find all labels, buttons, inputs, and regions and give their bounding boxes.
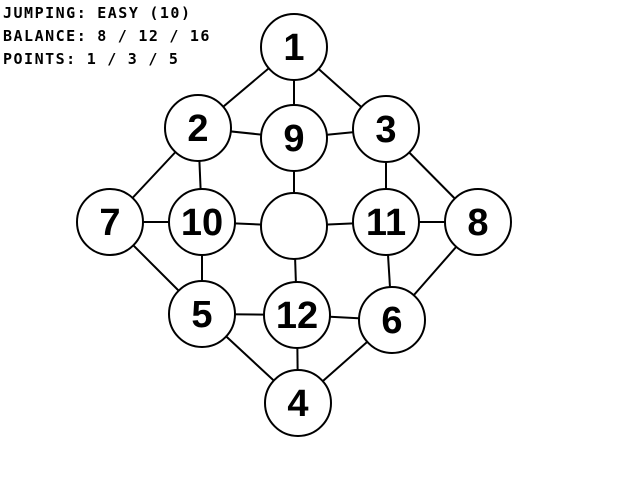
node-circle[interactable] — [352, 95, 420, 163]
jumping-level: EASY — [97, 4, 140, 22]
board-node-n5[interactable]: 5 — [168, 280, 236, 348]
node-label: 4 — [287, 383, 308, 425]
board-node-n12[interactable]: 12 — [263, 281, 331, 349]
board-node-n1[interactable]: 1 — [260, 13, 328, 81]
node-label: 5 — [191, 294, 212, 336]
node-label: 7 — [99, 202, 120, 244]
points-value-1: 1 — [86, 50, 98, 68]
node-circle[interactable] — [263, 281, 331, 349]
node-label: 12 — [276, 295, 318, 337]
board-node-n2[interactable]: 2 — [164, 94, 232, 162]
balance-value-2: 12 — [138, 27, 160, 45]
board-node-n10[interactable]: 10 — [168, 188, 236, 256]
node-label: 3 — [375, 109, 396, 151]
balance-separator: / — [117, 27, 129, 45]
node-circle[interactable] — [260, 104, 328, 172]
board-node-n3[interactable]: 3 — [352, 95, 420, 163]
node-circle[interactable] — [76, 188, 144, 256]
jumping-value: (10) — [149, 4, 192, 22]
node-label: 2 — [187, 108, 208, 150]
balance-value-1: 8 — [97, 27, 108, 45]
balance-separator: / — [169, 27, 180, 45]
board-node-center[interactable] — [260, 192, 328, 260]
node-label: 8 — [467, 202, 488, 244]
node-circle[interactable] — [444, 188, 512, 256]
node-label: 10 — [181, 202, 223, 244]
points-label: POINTS: — [3, 50, 77, 68]
points-value-2: 3 — [127, 50, 139, 68]
board-node-n6[interactable]: 6 — [358, 286, 426, 354]
board-node-n11[interactable]: 11 — [352, 188, 420, 256]
board-node-n9[interactable]: 9 — [260, 104, 328, 172]
board-node-n4[interactable]: 4 — [264, 369, 332, 437]
node-circle[interactable] — [260, 13, 328, 81]
node-label: 9 — [283, 118, 304, 160]
node-label: 1 — [283, 27, 304, 69]
balance-value-3: 16 — [189, 27, 211, 45]
node-circle[interactable] — [168, 280, 236, 348]
points-value-3: 5 — [168, 50, 180, 68]
node-circle[interactable] — [264, 369, 332, 437]
node-circle[interactable] — [164, 94, 232, 162]
node-circle[interactable] — [260, 192, 328, 260]
points-separator: / — [107, 50, 118, 68]
balance-status: BALANCE: 8 / 12 / 16 — [3, 25, 211, 48]
node-label: 11 — [366, 202, 406, 244]
points-status: POINTS: 1 / 3 / 5 — [3, 48, 211, 71]
jumping-label: JUMPING: — [3, 4, 88, 22]
node-circle[interactable] — [358, 286, 426, 354]
board-node-n7[interactable]: 7 — [76, 188, 144, 256]
board-node-n8[interactable]: 8 — [444, 188, 512, 256]
points-separator: / — [148, 50, 159, 68]
jumping-status: JUMPING: EASY (10) — [3, 2, 211, 25]
node-circle[interactable] — [168, 188, 236, 256]
hud: JUMPING: EASY (10) BALANCE: 8 / 12 / 16 … — [3, 2, 211, 71]
node-label: 6 — [381, 300, 402, 342]
balance-label: BALANCE: — [3, 27, 88, 45]
node-circle[interactable] — [352, 188, 420, 256]
